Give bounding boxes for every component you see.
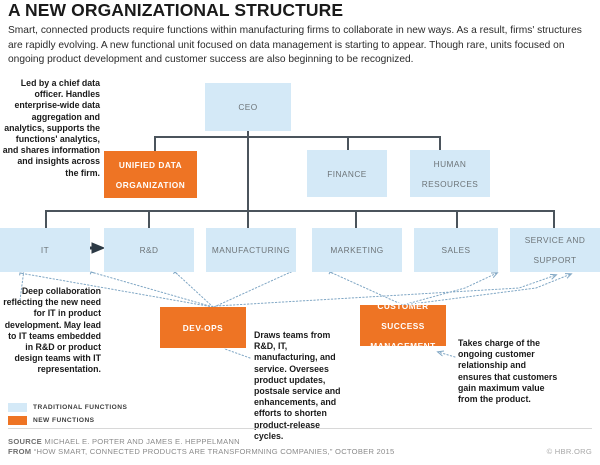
node-ceo[interactable]: CEO (205, 83, 291, 131)
node-service-line1: SERVICE AND (524, 235, 586, 245)
note-it-rnd-collaboration: Deep collaboration reflecting the new ne… (3, 286, 101, 375)
footer-from-label: FROM (8, 447, 32, 456)
node-csm-line1: CUSTOMER (377, 300, 429, 311)
legend-label-traditional: TRADITIONAL FUNCTIONS (33, 404, 128, 411)
footer-from-value: “HOW SMART, CONNECTED PRODUCTS ARE TRANS… (33, 447, 395, 456)
note-unified-data-organization: Led by a chief data officer. Handles ent… (2, 78, 100, 178)
connector-drop-rnd (148, 210, 150, 228)
node-it-label: IT (40, 245, 50, 255)
footer-credit: © HBR.ORG (546, 447, 592, 456)
node-human-resources[interactable]: HUMAN RESOURCES (410, 150, 490, 197)
node-ceo-label: CEO (238, 102, 258, 112)
connector-row2-bar (45, 210, 555, 212)
footer-source-label: SOURCE (8, 437, 42, 446)
connector-drop-human-resources (439, 136, 441, 150)
legend-item-traditional: TRADITIONAL FUNCTIONS (8, 402, 127, 413)
connector-row1-bar (154, 136, 441, 138)
connector-ceo-trunk (247, 131, 249, 212)
connector-drop-service-support (553, 210, 555, 228)
node-human-resources-line1: HUMAN (433, 158, 467, 169)
connector-drop-finance (347, 136, 349, 150)
footer-from-line: FROM “HOW SMART, CONNECTED PRODUCTS ARE … (8, 447, 394, 456)
node-rnd-label: R&D (139, 245, 159, 255)
node-finance[interactable]: FINANCE (307, 150, 387, 197)
legend-swatch-new-icon (8, 416, 27, 425)
node-sales[interactable]: SALES (414, 228, 498, 272)
footer-source-line: SOURCE MICHAEL E. PORTER AND JAMES E. HE… (8, 437, 240, 446)
legend-label-new: NEW FUNCTIONS (33, 417, 95, 424)
node-customer-success-management[interactable]: CUSTOMER SUCCESS MANAGEMENT (360, 301, 446, 351)
intro-paragraph: Smart, connected products require functi… (8, 25, 582, 66)
node-manufacturing[interactable]: MANUFACTURING (206, 228, 296, 272)
legend-swatch-traditional-icon (8, 403, 27, 412)
node-dev-ops[interactable]: DEV-OPS (160, 307, 246, 348)
legend-item-new: NEW FUNCTIONS (8, 415, 127, 426)
connector-drop-marketing (355, 210, 357, 228)
page-title: A NEW ORGANIZATIONAL STRUCTURE (8, 0, 344, 20)
node-unified-data-line2: ORGANIZATION (115, 179, 186, 190)
node-service-line2: SUPPORT (533, 255, 577, 265)
node-it[interactable]: IT (0, 228, 90, 272)
node-service-and-support[interactable]: SERVICE AND SUPPORT (510, 228, 600, 272)
node-finance-label: FINANCE (327, 168, 367, 179)
node-human-resources-line2: RESOURCES (421, 178, 479, 189)
connector-drop-sales (456, 210, 458, 228)
connector-drop-manufacturing (247, 210, 249, 228)
legend: TRADITIONAL FUNCTIONS NEW FUNCTIONS (8, 402, 127, 428)
node-csm-line3: MANAGEMENT (370, 340, 436, 351)
node-rnd[interactable]: R&D (104, 228, 194, 272)
note-dev-ops: Draws teams from R&D, IT, manufacturing,… (254, 330, 341, 441)
node-marketing[interactable]: MARKETING (312, 228, 402, 272)
connector-drop-it (45, 210, 47, 228)
node-marketing-label: MARKETING (330, 245, 384, 255)
node-sales-label: SALES (441, 245, 471, 255)
node-unified-data-line1: UNIFIED DATA (118, 159, 183, 170)
connector-drop-unified-data (154, 136, 156, 151)
node-csm-line2: SUCCESS (381, 320, 425, 331)
footer-source-value: MICHAEL E. PORTER AND JAMES E. HEPPELMAN… (44, 437, 240, 446)
node-manufacturing-label: MANUFACTURING (211, 245, 291, 255)
node-dev-ops-label: DEV-OPS (182, 322, 224, 333)
node-unified-data-organization[interactable]: UNIFIED DATA ORGANIZATION (104, 151, 197, 198)
note-customer-success-management: Takes charge of the ongoing customer rel… (458, 338, 558, 405)
footer-divider (8, 428, 592, 429)
